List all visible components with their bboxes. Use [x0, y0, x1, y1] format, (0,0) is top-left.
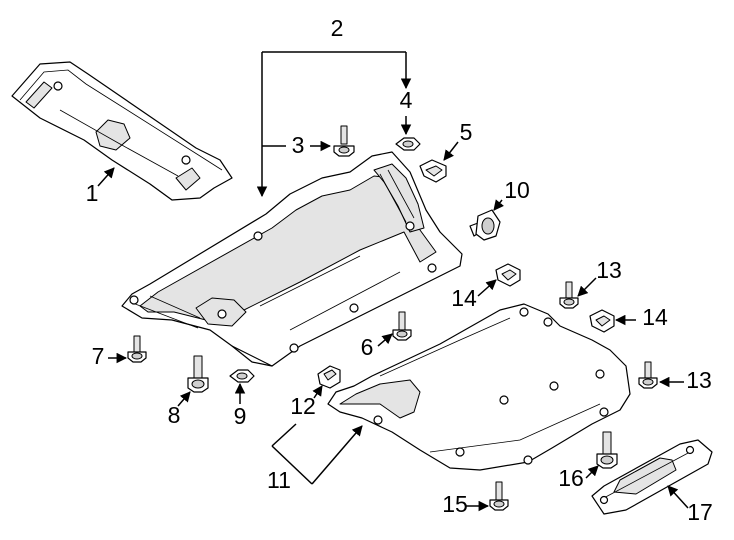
- callout-15: 15: [442, 491, 468, 517]
- part-11-rear-shield: [327, 303, 631, 471]
- callout-2: 2: [331, 15, 344, 41]
- callout-14b: 14: [642, 304, 668, 330]
- callout-1: 1: [86, 180, 99, 206]
- part-16-stud: [596, 431, 618, 469]
- callout-14a: 14: [451, 285, 477, 311]
- part-4-washer: [395, 137, 421, 151]
- callout-16: 16: [558, 465, 584, 491]
- callout-9: 9: [234, 403, 247, 429]
- callout-4: 4: [400, 87, 413, 113]
- callout-10: 10: [504, 177, 530, 203]
- part-6-bolt: [392, 311, 412, 341]
- callout-11: 11: [267, 467, 291, 493]
- callout-12: 12: [290, 393, 316, 419]
- part-2-center-shield: [121, 151, 463, 367]
- part-8-stud: [187, 355, 209, 393]
- callout-7: 7: [92, 343, 105, 369]
- callout-5: 5: [460, 119, 473, 145]
- part-13-bolt-upper: [559, 281, 579, 309]
- part-12-clip-nut: [317, 365, 341, 389]
- callout-3: 3: [292, 132, 305, 158]
- callout-17: 17: [687, 499, 713, 525]
- leader-lines: [97, 51, 689, 512]
- part-7-bolt: [127, 335, 147, 363]
- callout-numbers: 1 2 3 4 5 6 7 8 9 10 11 12 13 13 14 14 1…: [86, 15, 713, 525]
- part-9-nut: [229, 369, 255, 383]
- callout-13b: 13: [686, 367, 712, 393]
- part-17-rear-bracket: [591, 439, 713, 515]
- callout-8: 8: [168, 402, 181, 428]
- part-14-clip-lower: [589, 309, 615, 333]
- callout-6: 6: [361, 334, 374, 360]
- part-10-push-pin: [469, 209, 501, 241]
- callout-13a: 13: [596, 257, 622, 283]
- part-5-clip: [419, 159, 447, 183]
- part-1-upper-shield: [11, 61, 233, 201]
- part-3-bolt: [333, 125, 355, 157]
- part-15-bolt: [489, 481, 509, 511]
- part-13-bolt-lower: [638, 361, 658, 389]
- part-14-clip-upper: [495, 263, 521, 287]
